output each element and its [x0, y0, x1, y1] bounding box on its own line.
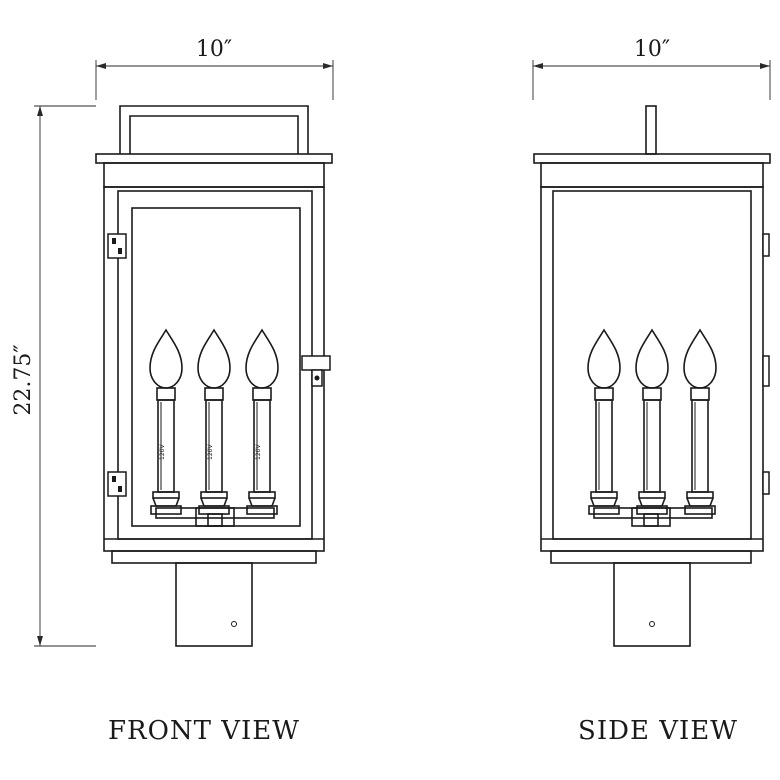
- front-lantern: 120V 120V 120V: [95, 105, 333, 647]
- front-width-dimension: 10″: [95, 37, 334, 100]
- side-width-dimension: 10″: [532, 37, 771, 100]
- front-socket-text-2: 120V: [207, 444, 214, 460]
- front-view-label: FRONT VIEW: [108, 716, 300, 746]
- side-view: 10″: [532, 37, 771, 746]
- side-view-label: SIDE VIEW: [578, 716, 738, 746]
- front-socket-text-3: 120V: [255, 444, 262, 460]
- side-width-label: 10″: [634, 37, 670, 62]
- front-socket-text-1: 120V: [159, 444, 166, 460]
- side-lantern: [533, 105, 771, 647]
- front-width-label: 10″: [196, 37, 232, 62]
- front-view: 10″ 22.75″: [11, 37, 334, 746]
- front-height-label: 22.75″: [11, 344, 36, 415]
- front-height-dimension: 22.75″: [11, 105, 96, 647]
